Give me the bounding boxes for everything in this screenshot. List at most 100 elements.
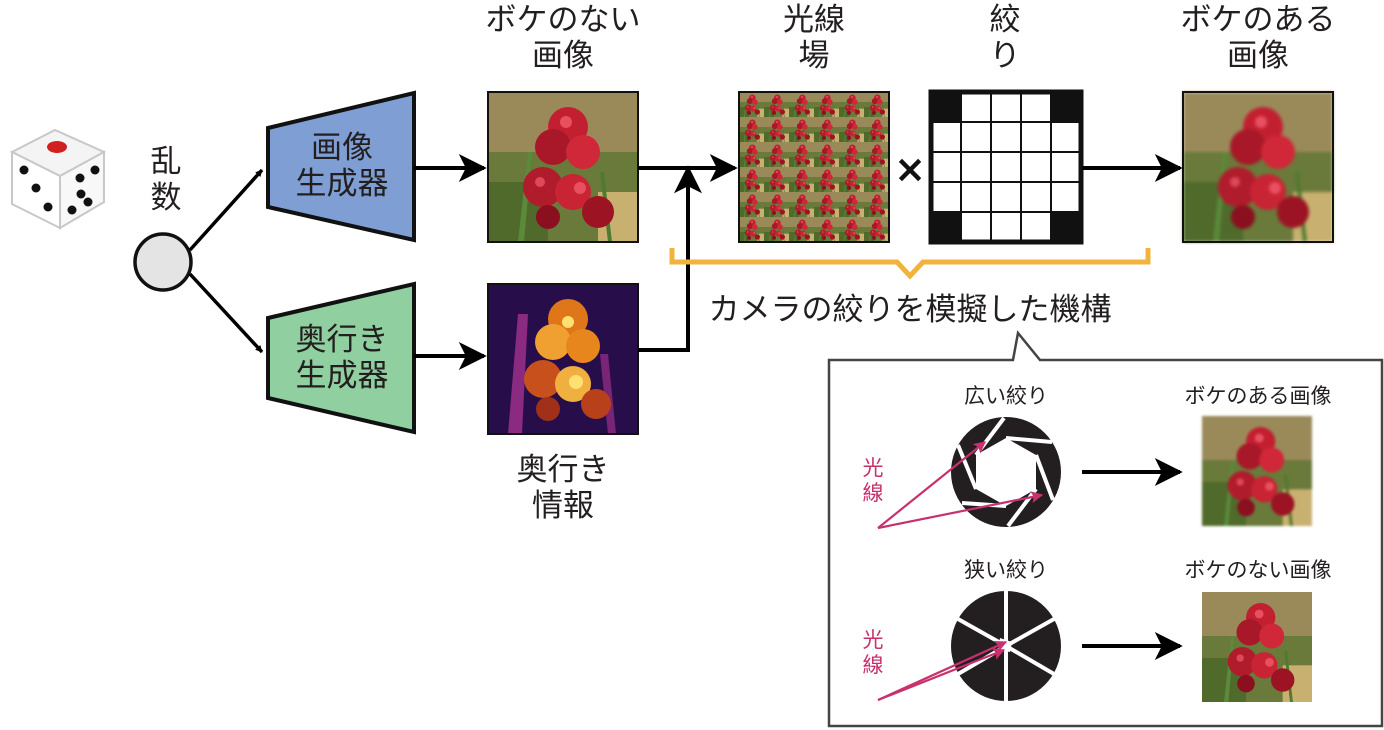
aperture-cell xyxy=(990,211,1022,243)
depth-generator-line1: 奥行き xyxy=(295,322,389,358)
light-field-line1: 光線 xyxy=(783,2,845,38)
narrow-rays-line2: 線 xyxy=(862,653,884,677)
ray-narrow-1 xyxy=(877,640,1008,702)
mechanism-text: カメラの絞りを模擬した機構 xyxy=(708,292,1112,328)
light-field-tile xyxy=(789,142,814,167)
light-field-tile xyxy=(739,192,764,217)
aperture-frame xyxy=(928,89,1084,245)
light-field-tile xyxy=(839,92,864,117)
wide-result-label: ボケのある画像 xyxy=(1184,384,1332,408)
blurred-image-line2: 画像 xyxy=(1227,38,1289,74)
light-field-tile xyxy=(864,142,889,167)
light-field-tile xyxy=(764,117,789,142)
light-field-tile xyxy=(789,92,814,117)
image-generator-block xyxy=(266,90,416,243)
random-label-line1: 乱 xyxy=(150,144,182,180)
aperture-cell xyxy=(1050,91,1082,123)
depth-generator-label: 奥行き 生成器 xyxy=(280,322,404,394)
aperture-cell xyxy=(1050,151,1082,183)
ray-narrow-2 xyxy=(877,648,1006,702)
aperture-line2: り xyxy=(989,38,1021,74)
ray-wide-2 xyxy=(877,491,1044,530)
wide-rays-label: 光 線 xyxy=(858,456,888,506)
aperture-cell xyxy=(930,121,962,153)
aperture-cell xyxy=(990,91,1022,123)
aperture-cell xyxy=(1020,91,1052,123)
light-field-tile xyxy=(739,167,764,192)
sharp-image-label: ボケのない 画像 xyxy=(463,2,663,74)
light-field-tile xyxy=(839,142,864,167)
light-field-tile xyxy=(739,117,764,142)
aperture-cell xyxy=(960,211,992,243)
random-label: 乱 数 xyxy=(146,144,186,216)
light-field-tile xyxy=(739,217,764,242)
light-field-tile xyxy=(789,167,814,192)
light-field-tile xyxy=(739,92,764,117)
aperture-cell xyxy=(960,91,992,123)
blurred-image xyxy=(1182,91,1334,243)
light-field-tile xyxy=(839,117,864,142)
light-field-tile xyxy=(864,192,889,217)
depth-to-light-field-line xyxy=(638,165,702,352)
aperture-cell xyxy=(1050,121,1082,153)
light-field-tile xyxy=(814,142,839,167)
aperture-cell xyxy=(990,151,1022,183)
aperture-label: 絞 り xyxy=(975,2,1035,74)
light-field-tile xyxy=(864,92,889,117)
aperture-line1: 絞 xyxy=(989,2,1021,38)
aperture-cell xyxy=(960,121,992,153)
light-field-tile xyxy=(864,217,889,242)
image-generator-line1: 画像 xyxy=(311,130,373,166)
wide-rays-line2: 線 xyxy=(862,481,884,505)
sharp-image-line1: ボケのない xyxy=(485,2,641,38)
light-field-tile xyxy=(814,117,839,142)
dice-icon xyxy=(9,128,107,230)
random-label-line2: 数 xyxy=(150,180,182,216)
blurred-image-label: ボケのある 画像 xyxy=(1158,2,1358,74)
aperture-mask xyxy=(928,89,1084,245)
light-field-tile xyxy=(814,217,839,242)
light-field-tile xyxy=(764,92,789,117)
narrow-aperture-title: 狭い絞り xyxy=(964,558,1048,582)
aperture-cell xyxy=(1020,211,1052,243)
wide-aperture-title: 広い絞り xyxy=(964,384,1048,408)
random-node xyxy=(133,232,193,292)
light-field-tile xyxy=(789,217,814,242)
light-field-line2: 場 xyxy=(798,38,830,74)
sharp-image-line2: 画像 xyxy=(532,38,594,74)
aperture-cell xyxy=(1050,211,1082,243)
wide-rays-line1: 光 xyxy=(862,456,884,480)
light-field-tile xyxy=(839,217,864,242)
arrow-to-image-generator xyxy=(188,168,264,252)
aperture-cell xyxy=(1020,151,1052,183)
aperture-cell xyxy=(930,151,962,183)
light-field-tile xyxy=(764,192,789,217)
wide-result-image xyxy=(1202,416,1312,526)
aperture-narrow-icon xyxy=(951,591,1061,701)
light-field-tile xyxy=(764,142,789,167)
light-field-tile xyxy=(764,167,789,192)
aperture-cell xyxy=(930,91,962,123)
aperture-cell xyxy=(1020,121,1052,153)
light-field-frame xyxy=(738,91,890,243)
mechanism-label: カメラの絞りを模擬した機構 xyxy=(690,292,1130,328)
depth-info-label: 奥行き 情報 xyxy=(463,452,663,524)
narrow-result-image xyxy=(1202,592,1312,702)
light-field-tile xyxy=(814,192,839,217)
light-field-tile xyxy=(814,167,839,192)
narrow-rays-label: 光 線 xyxy=(858,628,888,678)
sharp-image xyxy=(487,91,639,243)
aperture-cell xyxy=(1050,181,1082,213)
depth-map-image xyxy=(487,283,639,435)
arrow-to-depth-generator xyxy=(188,272,264,354)
light-field-tile xyxy=(814,92,839,117)
depth-generator-line2: 生成器 xyxy=(295,358,389,394)
image-generator-label: 画像 生成器 xyxy=(280,130,404,202)
aperture-cell xyxy=(1020,181,1052,213)
light-field-tile xyxy=(789,192,814,217)
mechanism-bracket xyxy=(669,248,1151,280)
light-field-grid xyxy=(738,91,890,243)
aperture-cell xyxy=(990,121,1022,153)
narrow-rays-line1: 光 xyxy=(862,628,884,652)
